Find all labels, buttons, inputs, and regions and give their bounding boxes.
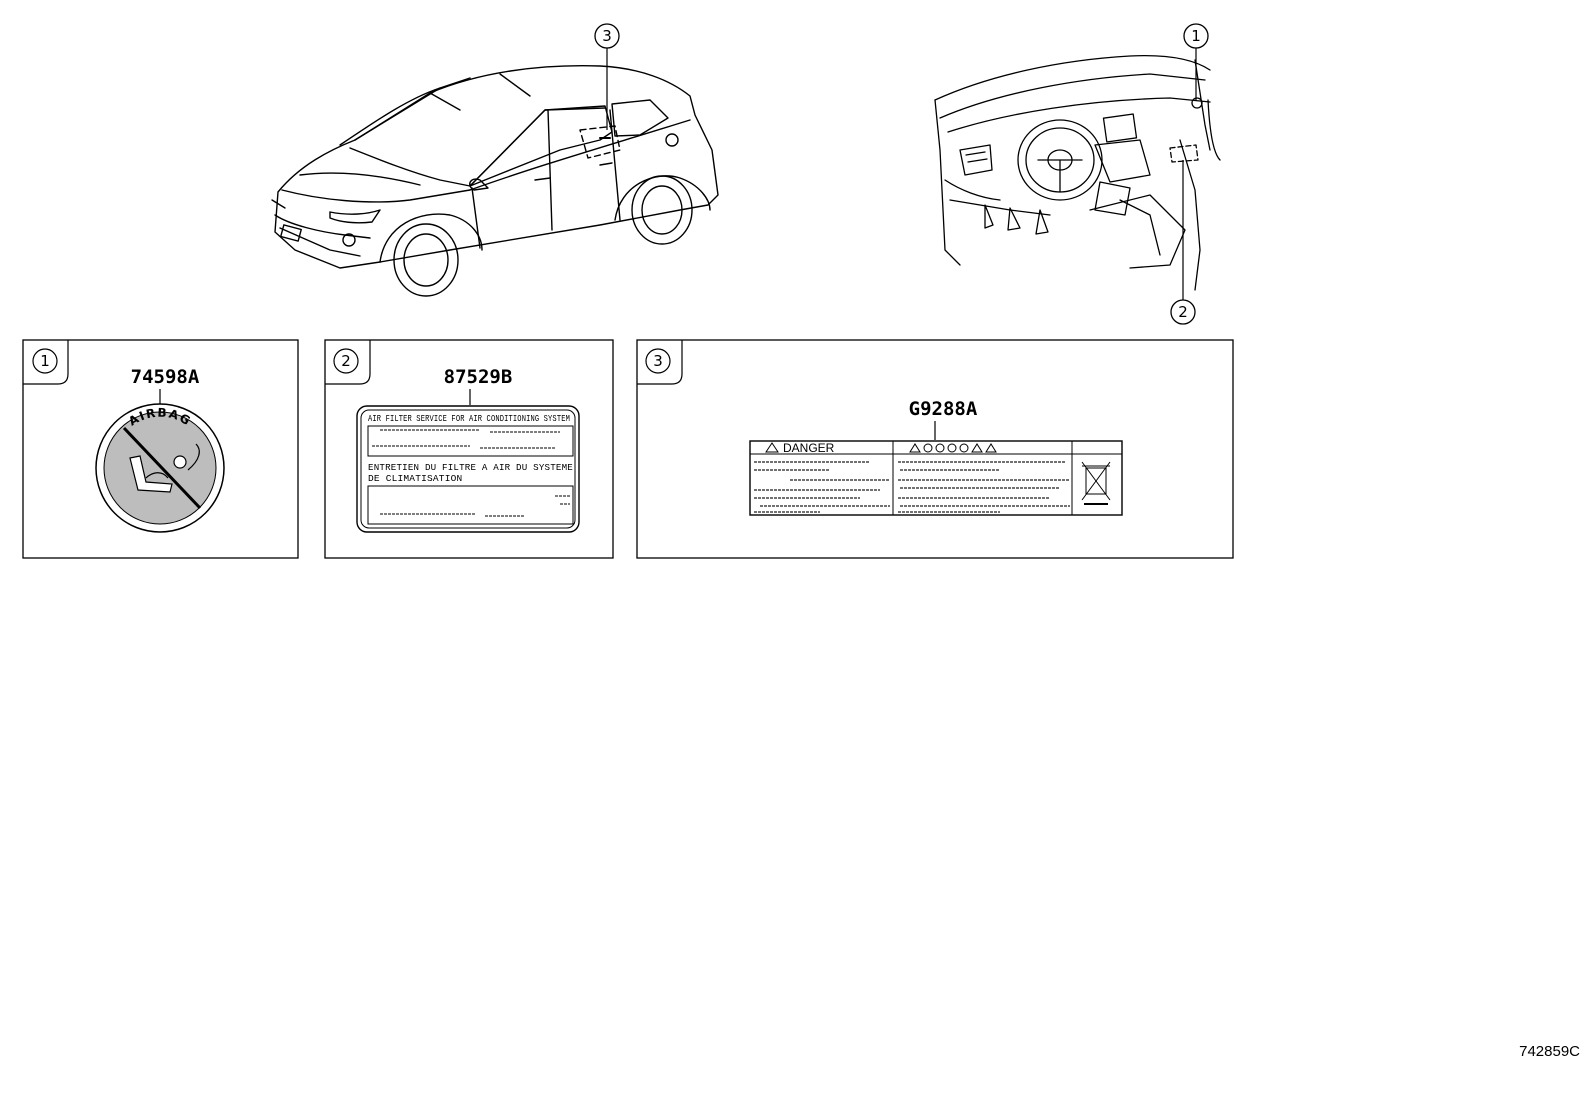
callout-1-interior: 1 [1191, 27, 1201, 45]
filter-label-french-1: ENTRETIEN DU FILTRE A AIR DU SYSTEME [368, 462, 573, 473]
panel-1: 1 74598A AIRBAG [22, 339, 299, 559]
interior-illustration [934, 54, 1221, 291]
car-illustration [271, 65, 719, 297]
panel-1-callout: 1 [40, 352, 50, 370]
safety-symbols-icon [909, 443, 997, 453]
panel-3-callout: 3 [653, 352, 663, 370]
callout-2-interior: 2 [1178, 303, 1188, 321]
danger-label: DANGER [749, 440, 1123, 516]
panel-3-part-number: G9288A [909, 398, 978, 420]
crossed-bin-icon [1081, 461, 1111, 505]
panel-1-part-number: 74598A [131, 366, 200, 388]
filter-label-english: AIR FILTER SERVICE FOR AIR CONDITIONING … [368, 413, 570, 424]
panel-3: 3 G9288A DANGER [636, 339, 1234, 559]
callout-3-car: 3 [602, 27, 612, 45]
panel-2-callout: 2 [341, 352, 351, 370]
panel-2-part-number: 87529B [444, 366, 513, 388]
filter-label-french-2: DE CLIMATISATION [368, 473, 462, 484]
warning-triangle-icon [765, 442, 779, 453]
airbag-sticker: AIRBAG [95, 403, 225, 533]
panel-2: 2 87529B AIR FILTER SERVICE FOR AIR COND… [324, 339, 614, 559]
filter-label: AIR FILTER SERVICE FOR AIR CONDITIONING … [356, 405, 580, 533]
danger-text: DANGER [783, 441, 835, 455]
figure-id: 742859C [1519, 1043, 1580, 1060]
